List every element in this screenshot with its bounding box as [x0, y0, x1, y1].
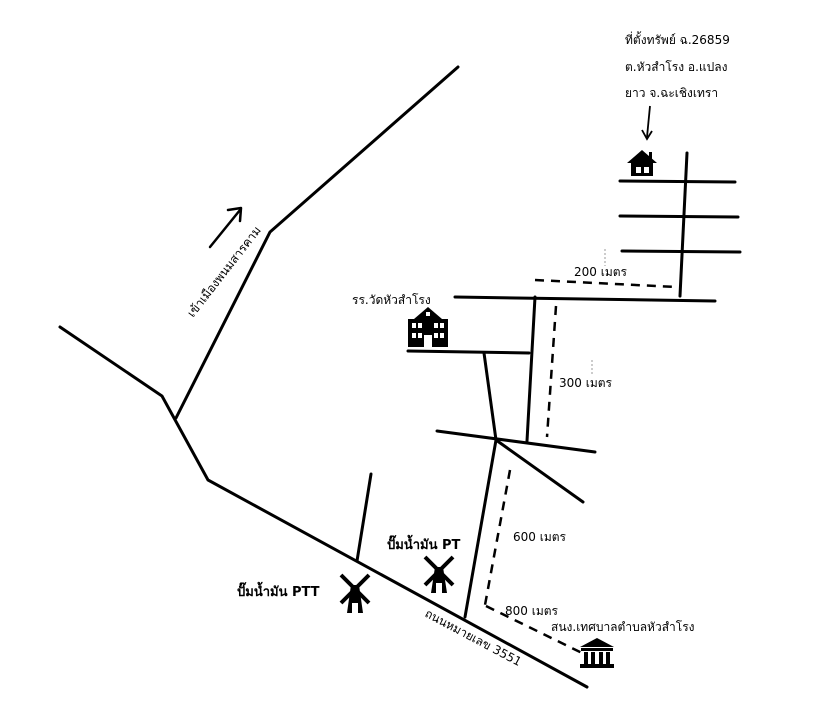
windmill-icon [423, 555, 455, 593]
branch-road-2 [618, 214, 740, 219]
vertical-road [525, 295, 537, 443]
dash-600m [483, 469, 512, 606]
dash-200m [534, 278, 677, 289]
road-to-phanom-sarakham [174, 65, 460, 420]
school-label: รร.วัดหัวสำโรง [352, 293, 431, 307]
property-arrow-icon [641, 105, 653, 141]
property-line-1: ที่ตั้งทรัพย์ ฉ.26859 [625, 31, 730, 47]
road-junction-north [482, 351, 498, 442]
property-soi [678, 151, 689, 298]
junction-crossroad [435, 429, 597, 454]
pump-pt-label: ปั๊มน้ำมัน PT [387, 534, 461, 553]
property-line-2: ต.หัวสำโรง อ.แปลง [625, 60, 727, 74]
arrow-icon [208, 206, 243, 249]
to-city-label: เข้าเมืองพนมสารคาม [184, 223, 264, 319]
road-3551-west [58, 325, 589, 689]
house-icon [627, 150, 657, 176]
dash-300m [545, 305, 558, 438]
windmill-icon [339, 573, 371, 613]
main-east-west-road [453, 295, 717, 303]
dash-800m [485, 604, 583, 655]
roads [58, 65, 742, 689]
pump-ptt-label: ปั๊มน้ำมัน PTT [237, 581, 320, 600]
branch-road-3 [620, 249, 742, 254]
distance-lines [483, 249, 677, 655]
distance-300m: 300 เมตร [559, 376, 613, 390]
school-icon [408, 307, 448, 347]
government-building-icon [580, 638, 614, 668]
distance-200m: 200 เมตร [574, 265, 628, 279]
distance-600m: 600 เมตร [513, 530, 567, 544]
office-label: สนง.เทศบาลตำบลหัวสำโรง [551, 620, 695, 634]
distance-800m: 800 เมตร [505, 604, 559, 618]
side-road-ptt [355, 472, 373, 563]
property-line-3: ยาว จ.ฉะเชิงเทรา [625, 86, 718, 100]
branch-road-1 [618, 179, 737, 184]
school-road [406, 349, 531, 355]
junction-diagonal [494, 438, 585, 504]
road-to-junction [463, 438, 498, 619]
